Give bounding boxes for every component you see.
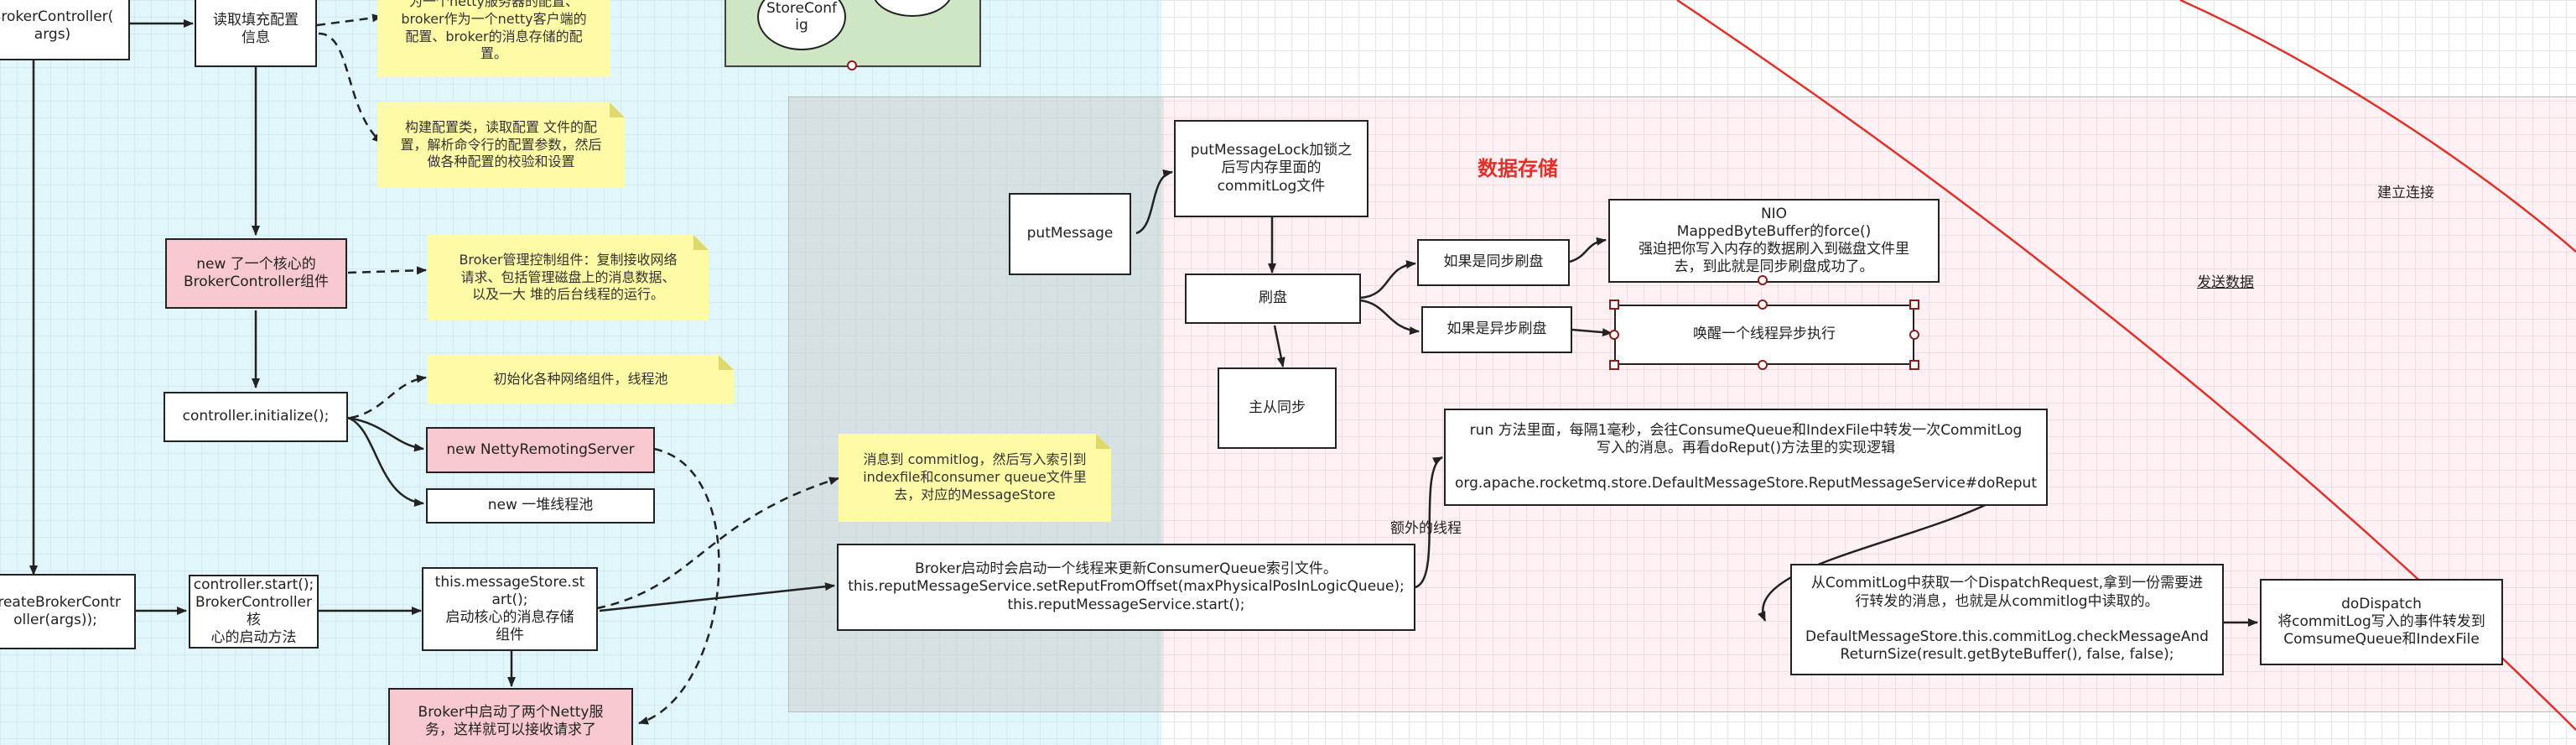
selection-handle[interactable] [1909, 360, 1919, 370]
establish-connection-label: 建立连接 [2377, 185, 2434, 201]
new-netty-remoting-server-node[interactable]: new NettyRemotingServer [426, 427, 655, 473]
selection-handle[interactable] [1758, 300, 1768, 310]
commitlog-note: 消息到 commitlog，然后写入索引到 indexfile和consumer… [839, 434, 1111, 522]
sync-flush-branch-node[interactable]: 如果是同步刷盘 [1417, 239, 1570, 286]
edge-read-config-note2 [318, 32, 382, 143]
selection-handle[interactable] [1609, 360, 1619, 370]
new-thread-pool-node[interactable]: new 一堆线程池 [426, 488, 655, 524]
selection-handle[interactable] [1909, 300, 1919, 310]
controller-start-node[interactable]: controller.start(); BrokerController核 心的… [189, 575, 319, 649]
edge-controller-note [347, 266, 427, 275]
edge-init-to-netty [347, 416, 424, 452]
broker-controller-args-node[interactable]: BrokerController( args) [0, 0, 130, 60]
async-flush-branch-node[interactable]: 如果是异步刷盘 [1421, 306, 1572, 353]
selection-handle[interactable] [1758, 360, 1768, 370]
netty-server-note: 为一个netty服务器的配置、 broker作为一个netty客户端的 配置、b… [377, 0, 610, 77]
read-config-node[interactable]: 读取填充配置 信息 [195, 0, 317, 67]
connection-point[interactable] [1758, 275, 1768, 285]
create-broker-controller-node[interactable]: createBrokerContr oller(args)); [0, 574, 136, 649]
selection-handle[interactable] [1609, 300, 1619, 310]
config-class-note: 构建配置类，读取配置 文件的配 置，解析命令行的配置参数，然后 做各种配置的校验… [377, 102, 625, 188]
store-config-node[interactable]: StoreConf ig [757, 0, 846, 50]
selection-handle[interactable] [1909, 330, 1919, 340]
edge-init-note [350, 374, 427, 419]
edge-flush-to-master-slave [1273, 325, 1285, 367]
broker-manager-note: Broker管理控制组件：复制接收网络 请求、包括管理磁盘上的消息数据、 以及一… [428, 235, 709, 320]
edge-reput-to-run [1415, 456, 1443, 589]
wake-thread-node[interactable]: 唤醒一个线程异步执行 [1614, 305, 1914, 365]
edge-flush-to-sync [1359, 260, 1416, 300]
dispatch-request-node[interactable]: 从CommitLog中获取一个DispatchRequest,拿到一份需要进 行… [1790, 564, 2224, 675]
master-slave-sync-node[interactable]: 主从同步 [1218, 367, 1337, 449]
edge-netty-to-broker-servers [638, 447, 720, 725]
edge-putmessage-to-lock [1135, 169, 1173, 235]
edge-store-to-commitlog-note [596, 477, 839, 610]
flush-disk-node[interactable]: 刷盘 [1185, 274, 1361, 324]
data-storage-title: 数据存储 [1478, 157, 1558, 180]
put-message-lock-node[interactable]: putMessageLock加锁之 后写内存里面的 commitLog文件 [1174, 120, 1368, 217]
extra-thread-label: 额外的线程 [1390, 520, 1462, 537]
init-network-note: 初始化各种网络组件，线程池 [428, 355, 734, 404]
connection-point[interactable] [847, 60, 857, 70]
edge-read-config-note [316, 13, 382, 27]
run-method-node[interactable]: run 方法里面，每隔1毫秒，会往ConsumeQueue和IndexFile中… [1444, 409, 2048, 506]
establish-connection-connector [2179, 0, 2576, 253]
broker-netty-servers-node[interactable]: Broker中启动了两个Netty服 务，这样就可以接收请求了 [388, 688, 633, 745]
edge-async-to-wake [1571, 328, 1613, 337]
put-message-node[interactable]: putMessage [1009, 193, 1131, 275]
edge-flush-to-async [1359, 299, 1420, 336]
do-dispatch-node[interactable]: doDispatch 将commitLog写入的事件转发到 ComsumeQue… [2260, 579, 2503, 665]
edge-sync-to-nio [1569, 237, 1607, 263]
message-store-start-node[interactable]: this.messageStore.st art(); 启动核心的消息存储 组件 [422, 567, 598, 651]
reput-service-start-node[interactable]: Broker启动时会启动一个线程来更新ConsumerQueue索引文件。 th… [837, 544, 1415, 631]
controller-initialize-node[interactable]: controller.initialize(); [164, 392, 348, 442]
selection-handle[interactable] [1609, 330, 1619, 340]
edge-init-to-pool [347, 416, 424, 507]
send-data-label: 发送数据 [2197, 274, 2254, 291]
new-broker-controller-node[interactable]: new 了一个核心的 BrokerController组件 [165, 238, 347, 309]
nio-force-node[interactable]: NIO MappedByteBuffer的force() 强迫把你写入内存的数据… [1608, 199, 1940, 283]
